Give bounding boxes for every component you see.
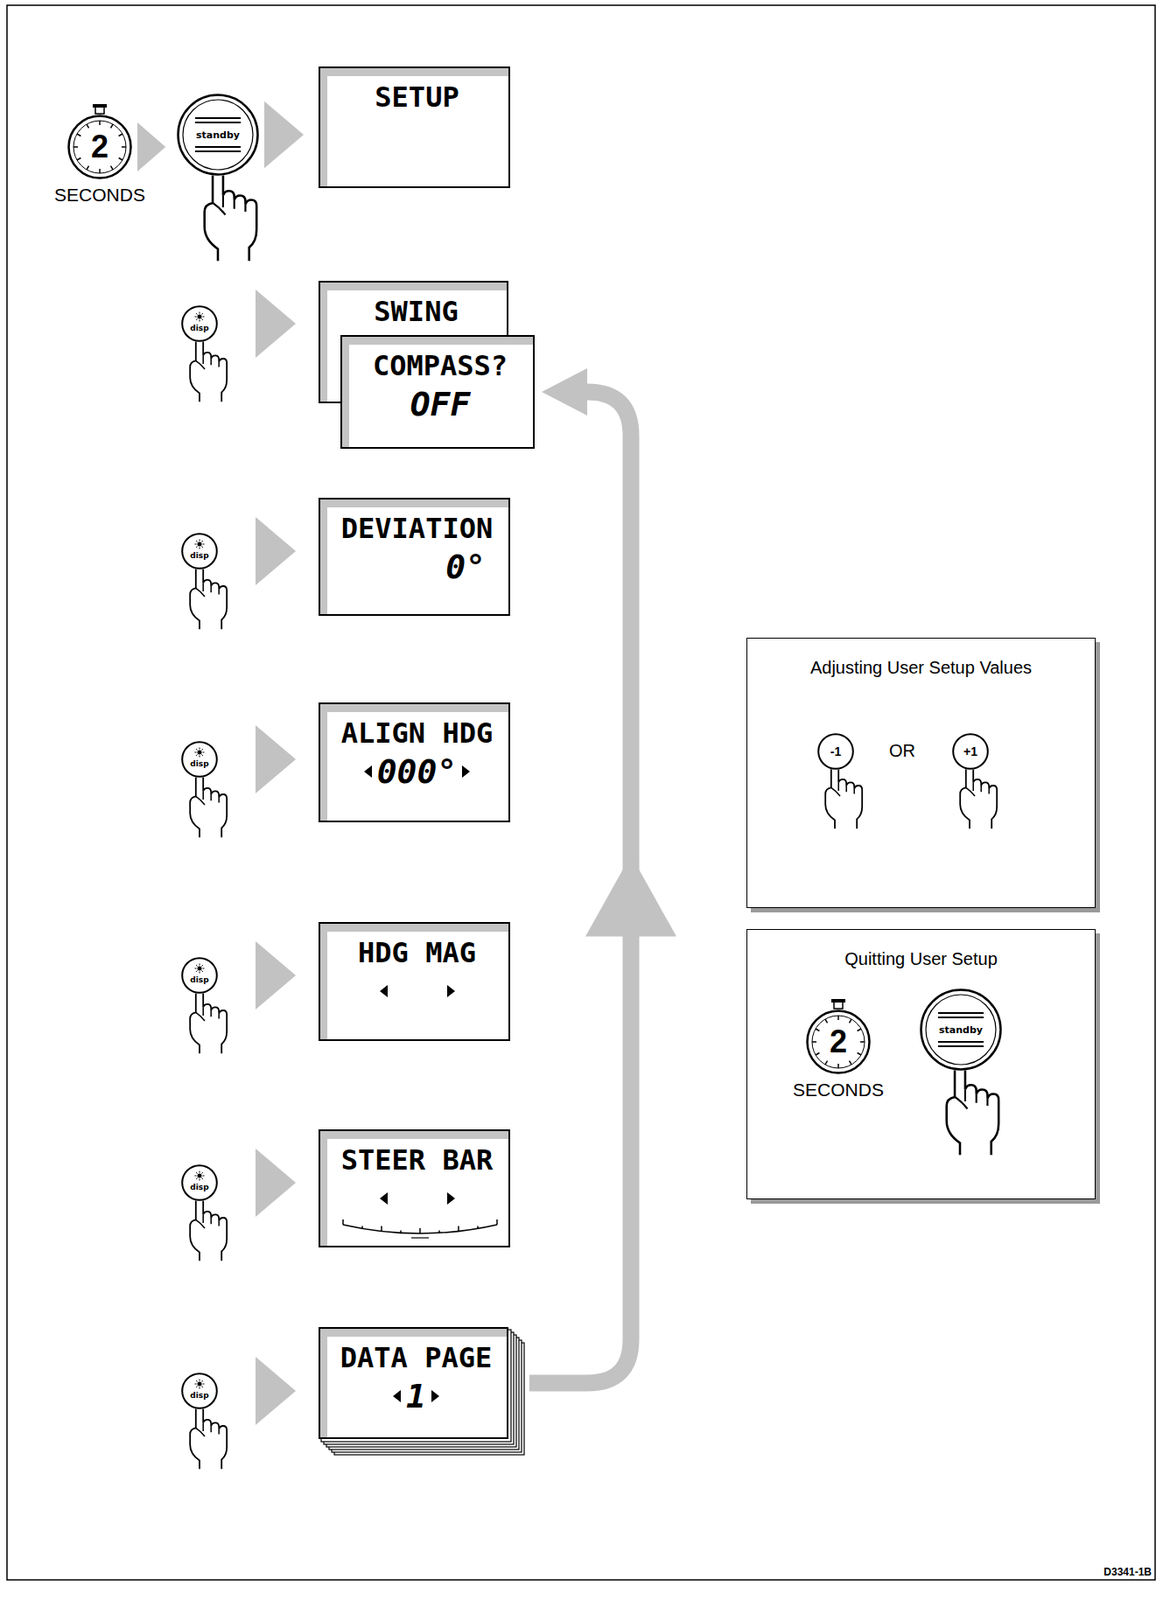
panel-title: Quitting User Setup — [844, 949, 998, 969]
screen-title-line: SETUP — [336, 80, 498, 114]
lcd-screen: ALIGN HDG000° — [318, 702, 511, 823]
stopwatch-icon: 2SECONDS — [67, 114, 133, 180]
screen-title: STEER BAR — [341, 1143, 493, 1178]
frame — [7, 5, 1156, 1581]
lcd-screen: STEER BAR — [318, 1129, 511, 1248]
disp-button: disp — [181, 532, 218, 570]
screen-title: SWING — [373, 294, 458, 329]
adjust-button: -1 — [817, 733, 855, 771]
steer-scale — [339, 1219, 501, 1241]
screen-title-line: STEER BAR — [336, 1143, 498, 1178]
screen-title: DEVIATION — [341, 511, 493, 546]
button-label: disp — [189, 551, 209, 561]
panel-title-line: Quitting User Setup — [747, 949, 1095, 970]
panel-title-line: Adjusting User Setup Values — [747, 658, 1095, 679]
scroll-arrow — [392, 1390, 401, 1403]
screen-value-row: 0° — [336, 545, 498, 589]
scroll-arrow — [462, 765, 471, 778]
screen-value-row — [336, 969, 498, 1014]
seconds-caption: SECONDS — [54, 184, 146, 206]
flow-arrow — [255, 1357, 296, 1426]
screen-value: 1 — [406, 1377, 427, 1416]
scroll-arrow — [378, 1192, 388, 1206]
standby-button: standby — [919, 988, 1002, 1072]
disp-button: disp — [181, 741, 218, 778]
screen-title-line: HDG MAG — [336, 936, 498, 970]
figure-code: D3341-1B — [1103, 1566, 1152, 1579]
flow-arrow — [255, 941, 296, 1010]
button-label: standby — [938, 1024, 983, 1037]
lcd-screen: COMPASS?OFF — [340, 335, 535, 449]
screen-title: HDG MAG — [357, 936, 477, 970]
lcd-screen: DATA PAGE1 — [318, 1327, 509, 1440]
stopwatch-icon: 2SECONDS — [805, 1009, 871, 1075]
screen-value-row: 1 — [336, 1374, 497, 1419]
lcd-screen: DEVIATION0° — [318, 497, 511, 617]
screen-title: SETUP — [374, 80, 459, 114]
disp-button: disp — [181, 305, 218, 343]
screen-title-line: COMPASS? — [357, 349, 523, 383]
screen-value: 000° — [377, 752, 458, 792]
button-label: disp — [189, 1183, 209, 1192]
screen-value-row: 000° — [336, 749, 498, 794]
screen-title: COMPASS? — [372, 349, 508, 383]
disp-button: disp — [181, 1373, 218, 1410]
connector-word: OR — [889, 741, 916, 762]
seconds-caption: SECONDS — [792, 1079, 884, 1101]
disp-button: disp — [181, 957, 218, 995]
button-label: -1 — [830, 744, 841, 759]
lcd-screen: SETUP — [318, 66, 511, 189]
button-label: disp — [189, 1391, 209, 1401]
screen-title: DATA PAGE — [340, 1341, 492, 1375]
button-label: disp — [189, 323, 209, 333]
hand-icon — [946, 1054, 1000, 1156]
screen-title-line: SWING — [336, 294, 497, 329]
scroll-arrow — [447, 985, 456, 998]
panel-title: Adjusting User Setup Values — [810, 658, 1032, 678]
screen-value: OFF — [410, 385, 471, 424]
screen-title-line: DATA PAGE — [336, 1341, 497, 1375]
hand-icon — [959, 757, 997, 830]
info-panel: Quitting User Setup2SECONDSstandby — [746, 929, 1096, 1200]
scroll-arrow — [431, 1390, 441, 1403]
flow-arrow — [255, 517, 296, 586]
flow-arrow — [264, 101, 304, 169]
flow-arrow — [255, 1148, 296, 1218]
stopwatch-number: 2 — [91, 128, 109, 166]
button-label: disp — [189, 975, 209, 985]
hand-icon — [825, 757, 862, 830]
lcd-screen: HDG MAG — [318, 922, 511, 1042]
scroll-arrow — [447, 1192, 456, 1206]
flow-arrow — [255, 289, 296, 358]
flow-arrow — [137, 122, 166, 172]
screen-value-row: OFF — [357, 382, 523, 427]
standby-button: standby — [176, 93, 260, 176]
screen-title: ALIGN HDG — [341, 716, 493, 750]
stopwatch-number: 2 — [829, 1023, 848, 1061]
button-label: disp — [189, 759, 209, 769]
screen-title-line: ALIGN HDG — [336, 716, 498, 750]
button-label: standby — [196, 129, 240, 141]
flow-arrow — [529, 368, 677, 1384]
screen-value: 0° — [445, 547, 486, 587]
screen-value-row — [336, 1177, 498, 1221]
adjust-button: +1 — [952, 733, 989, 771]
disp-button: disp — [181, 1164, 218, 1202]
flow-arrow — [255, 725, 296, 794]
scroll-arrow — [378, 985, 388, 998]
screen-title-line: DEVIATION — [336, 511, 498, 546]
info-panel: Adjusting User Setup Values -1 +1 — [746, 637, 1096, 909]
button-label: +1 — [963, 744, 978, 759]
scroll-arrow — [363, 765, 372, 778]
